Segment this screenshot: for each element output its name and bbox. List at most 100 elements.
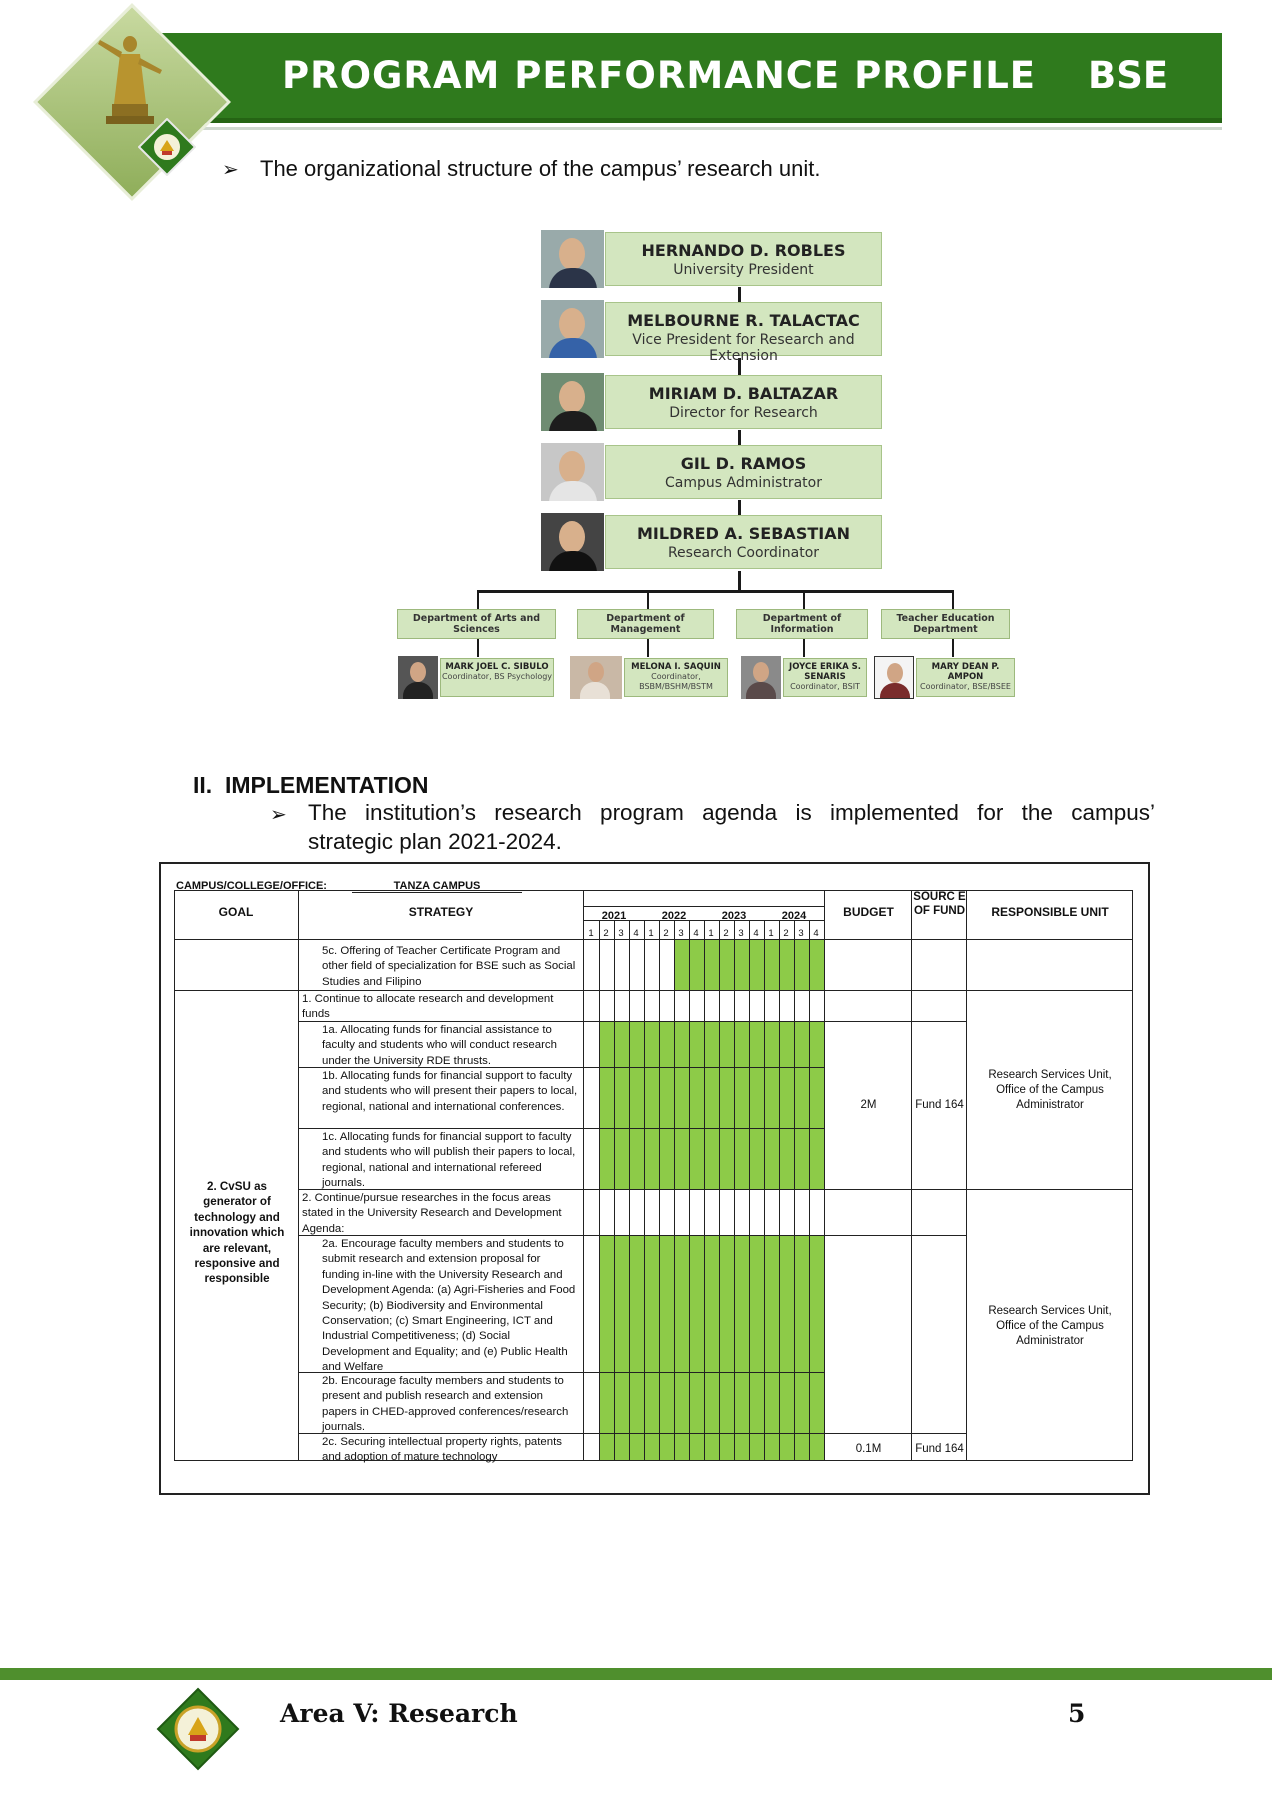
- person-name: HERNANDO D. ROBLES: [641, 241, 846, 260]
- branch-drop: [803, 639, 805, 657]
- quarter-divider: [749, 920, 750, 1461]
- coordinator-name: MELONA I. SAQUIN: [631, 662, 721, 672]
- dept-teacher-education: Teacher Education Department: [881, 609, 1010, 639]
- connector-line: [738, 430, 741, 446]
- strategy-2a: 2a. Encourage faculty members and studen…: [322, 1238, 576, 1374]
- person-name: MILDRED A. SEBASTIAN: [637, 524, 850, 543]
- campus-label: CAMPUS/COLLEGE/OFFICE:: [176, 880, 327, 892]
- implementation-text-line1: The institution’s research program agend…: [308, 800, 1155, 825]
- org-node-research-coordinator: MILDRED A. SEBASTIAN Research Coordinator: [541, 513, 882, 571]
- branch-line: [477, 590, 954, 593]
- quarter-header: 3: [618, 928, 624, 939]
- quarter-header: 2: [723, 928, 729, 939]
- row-divider: [824, 1189, 1133, 1190]
- coordinator-name: MARK JOEL C. SIBULO: [445, 662, 549, 672]
- person-name: MIRIAM D. BALTAZAR: [648, 384, 839, 403]
- row-divider: [298, 1433, 824, 1434]
- connector-line: [738, 358, 741, 376]
- strategy-5c: 5c. Offering of Teacher Certificate Prog…: [322, 945, 576, 988]
- person-role: Vice President for Research and Extensio…: [632, 332, 855, 364]
- quarter-header: 3: [798, 928, 804, 939]
- year-top-line: [584, 906, 824, 907]
- org-node-director-research: MIRIAM D. BALTAZAR Director for Research: [541, 373, 882, 431]
- person-photo: [741, 656, 781, 699]
- coordinator-role: Coordinator, BSIT: [790, 682, 860, 691]
- strategy-1c: 1c. Allocating funds for financial suppo…: [322, 1131, 576, 1190]
- branch-drop: [647, 590, 649, 610]
- person-photo: [541, 373, 604, 431]
- connector-line: [738, 500, 741, 517]
- quarter-header: 1: [588, 928, 594, 939]
- row-divider: [298, 1067, 824, 1068]
- section-heading: II. IMPLEMENTATION: [193, 772, 429, 799]
- quarter-header: 2: [663, 928, 669, 939]
- section-title: IMPLEMENTATION: [224, 772, 429, 798]
- column-divider: [911, 890, 912, 1461]
- row-divider: [298, 1235, 824, 1236]
- quarter-divider: [659, 920, 660, 1461]
- person-photo: [398, 656, 438, 699]
- coordinator-name: MARY DEAN P. AMPON: [931, 662, 1000, 682]
- quarter-header: 4: [813, 928, 819, 939]
- col-header-source-of-fund: SOURC E OF FUND: [913, 891, 966, 917]
- row-divider: [298, 990, 824, 991]
- strategy-1b: 1b. Allocating funds for financial suppo…: [322, 1070, 578, 1113]
- quarter-divider: [734, 920, 735, 1461]
- quarter-header: 4: [753, 928, 759, 939]
- implementation-text-line2: strategic plan 2021-2024.: [308, 829, 562, 854]
- column-divider: [298, 890, 299, 1461]
- goal-text: 2. CvSU as generator of technology and i…: [189, 1180, 285, 1286]
- quarter-header: 3: [738, 928, 744, 939]
- person-photo: [570, 656, 622, 699]
- header-divider: [150, 127, 1222, 130]
- budget-value: 2M: [860, 1099, 877, 1111]
- program-code: BSE: [1088, 54, 1169, 97]
- person-role: Research Coordinator: [667, 545, 820, 561]
- strategy-1: 1. Continue to allocate research and dev…: [302, 993, 554, 1021]
- quarter-divider: [779, 920, 780, 1461]
- university-seal-icon: [138, 118, 196, 176]
- branch-drop: [803, 590, 805, 610]
- connector-line: [738, 571, 741, 592]
- fund-value: Fund 164: [915, 1099, 964, 1111]
- strategy-2b: 2b. Encourage faculty members and studen…: [322, 1375, 569, 1434]
- intro-bullet: ➢The organizational structure of the cam…: [222, 156, 820, 182]
- year-header: 2022: [661, 910, 687, 922]
- arrow-bullet-icon: ➢: [270, 804, 287, 826]
- dept-management: Department of Management: [577, 609, 714, 639]
- quarter-divider: [644, 920, 645, 1461]
- person-role: Director for Research: [669, 405, 818, 421]
- person-name: MELBOURNE R. TALACTAC: [627, 311, 860, 330]
- col-header-strategy: STRATEGY: [408, 905, 474, 919]
- quarter-divider: [719, 920, 720, 1461]
- quarter-divider: [794, 920, 795, 1461]
- university-seal-icon: [156, 1687, 240, 1771]
- year-bottom-line: [584, 920, 824, 921]
- arrow-bullet-icon: ➢: [222, 159, 239, 181]
- quarter-divider: [689, 920, 690, 1461]
- coordinator-role: Coordinator, BSE/BSEE: [920, 682, 1011, 691]
- strategy-1a: 1a. Allocating funds for financial assis…: [322, 1024, 557, 1067]
- column-divider: [583, 890, 584, 1461]
- year-header: 2021: [601, 910, 627, 922]
- quarter-header: 2: [603, 928, 609, 939]
- row-divider: [824, 1235, 966, 1236]
- fund-value: Fund 164: [915, 1443, 964, 1455]
- quarter-header: 2: [783, 928, 789, 939]
- quarter-divider: [599, 920, 600, 1461]
- strategic-plan-table: [159, 862, 1150, 1495]
- quarter-divider: [614, 920, 615, 1461]
- active-quarter-block: [599, 1021, 824, 1189]
- person-role: Campus Administrator: [665, 475, 822, 491]
- branch-drop: [477, 639, 479, 657]
- campus-value: TANZA CAMPUS: [352, 880, 522, 893]
- quarter-header: 1: [768, 928, 774, 939]
- responsible-unit: Research Services Unit, Office of the Ca…: [988, 1305, 1112, 1347]
- row-divider: [824, 1021, 966, 1022]
- quarter-divider: [674, 920, 675, 1461]
- coordinator-role: Coordinator, BS Psychology: [441, 672, 553, 681]
- coordinator-role: Coordinator, BSBM/BSHM/BSTM: [639, 672, 713, 691]
